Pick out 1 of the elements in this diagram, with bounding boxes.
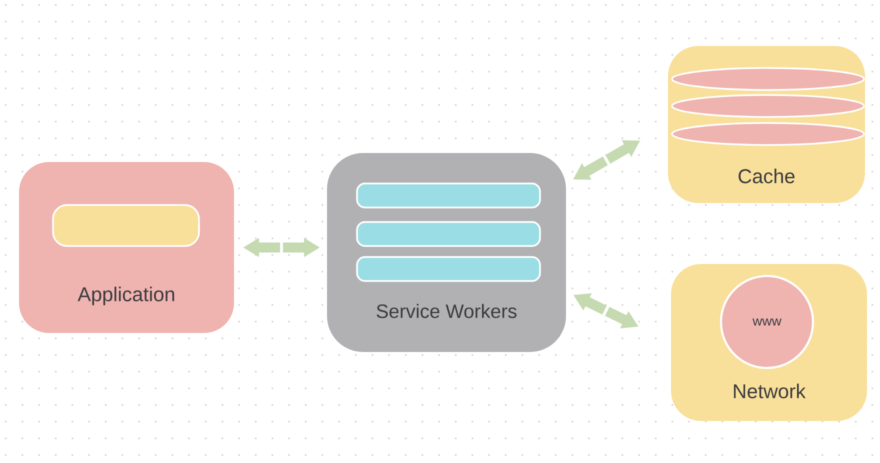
bar <box>52 204 200 247</box>
